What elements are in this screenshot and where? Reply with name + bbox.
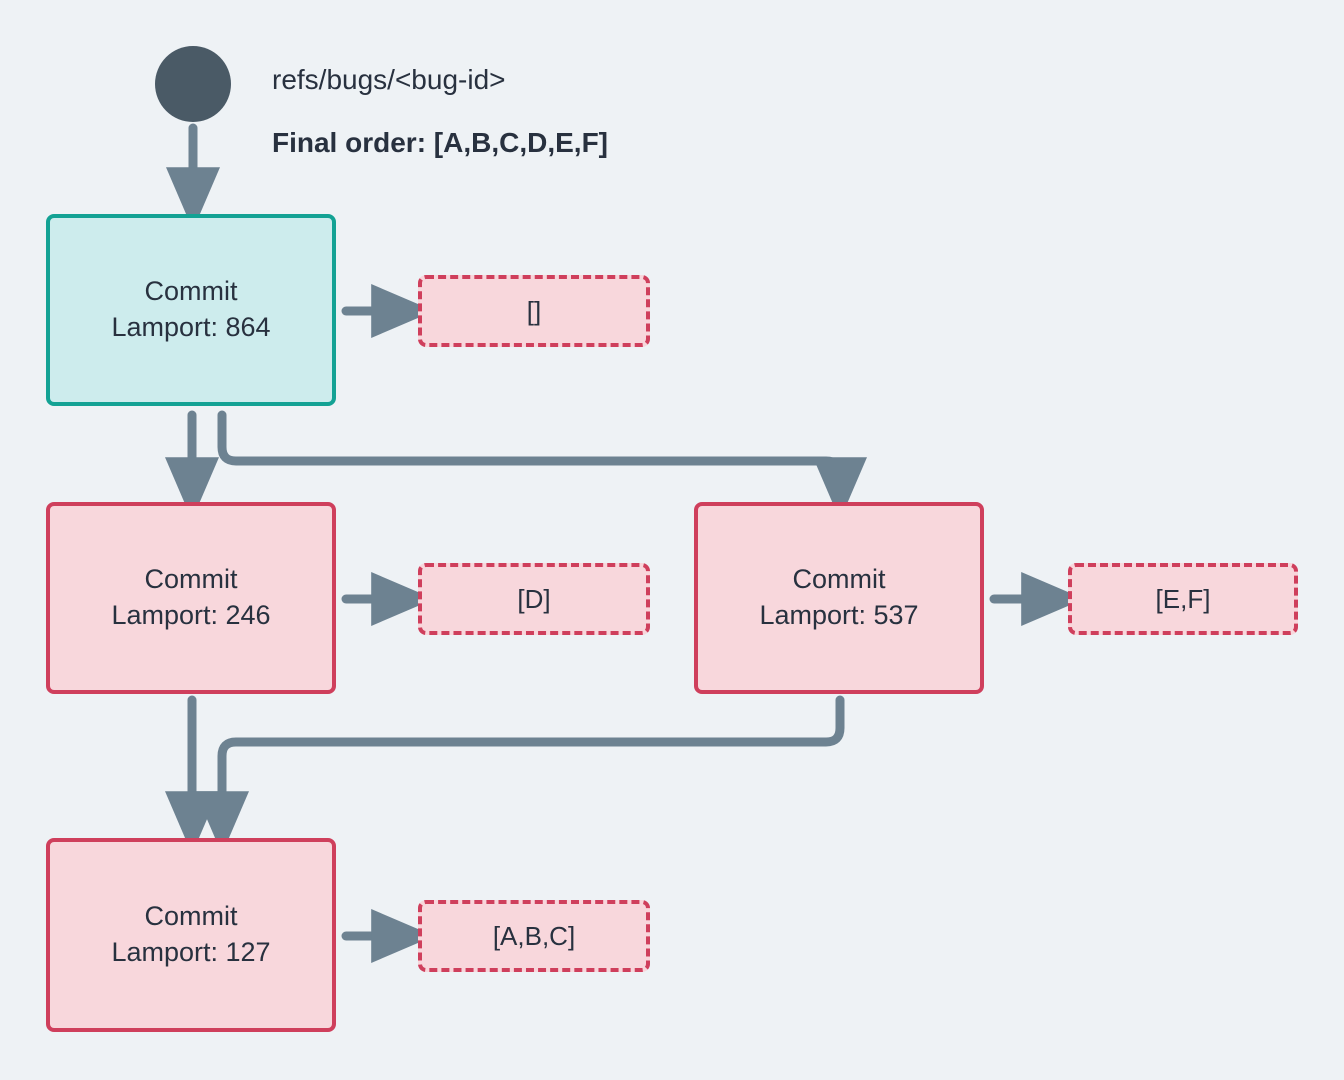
commit-title: Commit bbox=[144, 276, 238, 307]
commit-node-127[interactable]: Commit Lamport: 127 bbox=[46, 838, 336, 1032]
commit-items-label: [E,F] bbox=[1155, 583, 1211, 614]
commit-lamport: Lamport: 864 bbox=[111, 312, 271, 342]
commit-items-127[interactable]: [A,B,C] bbox=[418, 900, 650, 972]
commit-items-864[interactable]: [] bbox=[418, 275, 650, 347]
commit-items-label: [A,B,C] bbox=[492, 920, 576, 951]
start-circle-icon bbox=[155, 46, 231, 122]
ref-label: refs/bugs/<bug-id> bbox=[272, 64, 506, 95]
commit-items-537[interactable]: [E,F] bbox=[1068, 563, 1298, 635]
commit-node-537[interactable]: Commit Lamport: 537 bbox=[694, 502, 984, 694]
edge-c864-to-c537 bbox=[217, 410, 867, 521]
commit-items-label: [] bbox=[526, 295, 542, 326]
commit-items-246[interactable]: [D] bbox=[418, 563, 650, 635]
final-order-label: Final order: [A,B,C,D,E,F] bbox=[272, 127, 608, 158]
commit-lamport: Lamport: 246 bbox=[111, 600, 271, 630]
commit-title: Commit bbox=[144, 564, 238, 595]
commit-lamport: Lamport: 537 bbox=[759, 600, 919, 630]
commit-lamport: Lamport: 127 bbox=[111, 937, 271, 967]
commit-node-864[interactable]: Commit Lamport: 864 bbox=[46, 214, 336, 406]
commit-items-label: [D] bbox=[517, 583, 551, 614]
commit-title: Commit bbox=[144, 901, 238, 932]
commit-title: Commit bbox=[792, 564, 886, 595]
commit-node-246[interactable]: Commit Lamport: 246 bbox=[46, 502, 336, 694]
edge-c537-to-c127 bbox=[195, 695, 845, 855]
